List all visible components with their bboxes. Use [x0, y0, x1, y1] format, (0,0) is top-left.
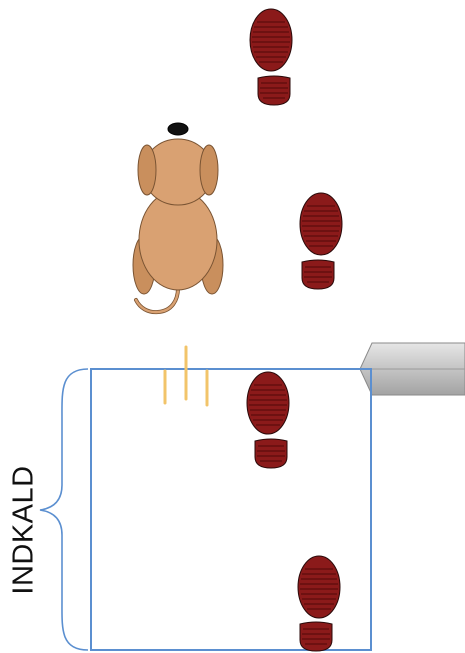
- dog-ear: [137, 144, 157, 196]
- curly-brace: [39, 368, 89, 651]
- footprint: [299, 192, 343, 290]
- footprint: [249, 8, 293, 106]
- dog-ear: [199, 144, 219, 196]
- footprint: [246, 371, 290, 469]
- boundary-markers: [163, 345, 209, 407]
- dog: [132, 122, 224, 315]
- zone-label: INDKALD: [7, 465, 40, 595]
- indkald-zone: [90, 368, 372, 651]
- footprint: [297, 555, 341, 652]
- dog-nose: [167, 122, 189, 136]
